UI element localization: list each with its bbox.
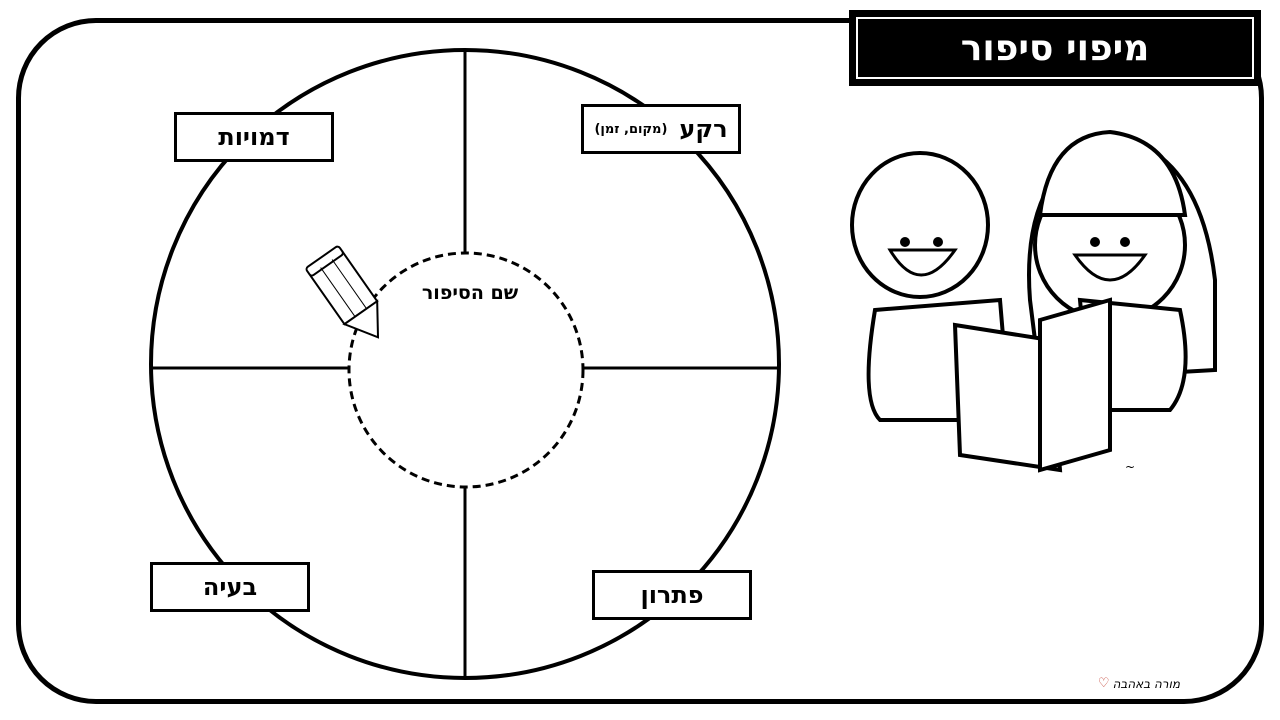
pencil-icon [305, 245, 380, 339]
characters-text: דמויות [218, 123, 290, 151]
worksheet-title: מיפוי סיפור [856, 17, 1254, 79]
characters-label: דמויות [174, 112, 334, 162]
center-circle [347, 251, 585, 489]
solution-label: פתרון [592, 570, 752, 620]
setting-label: רקע (מקום, זמן) [581, 104, 741, 154]
solution-text: פתרון [640, 581, 704, 609]
illustration-signature: ~ [1125, 460, 1136, 474]
heart-icon: ♡ [1097, 676, 1110, 691]
setting-text: רקע [679, 115, 728, 143]
worksheet-frame [16, 18, 1264, 704]
setting-hint: (מקום, זמן) [594, 121, 668, 137]
kids-reading-illustration [850, 129, 1217, 473]
story-name-label: שם הסיפור [421, 282, 519, 304]
problem-text: בעיה [202, 573, 258, 601]
author-signature: מורה באהבה [1112, 676, 1180, 691]
signature-group: ♡ מורה באהבה [1098, 676, 1180, 691]
problem-label: בעיה [150, 562, 310, 612]
worksheet-title-banner: מיפוי סיפור [849, 10, 1261, 86]
